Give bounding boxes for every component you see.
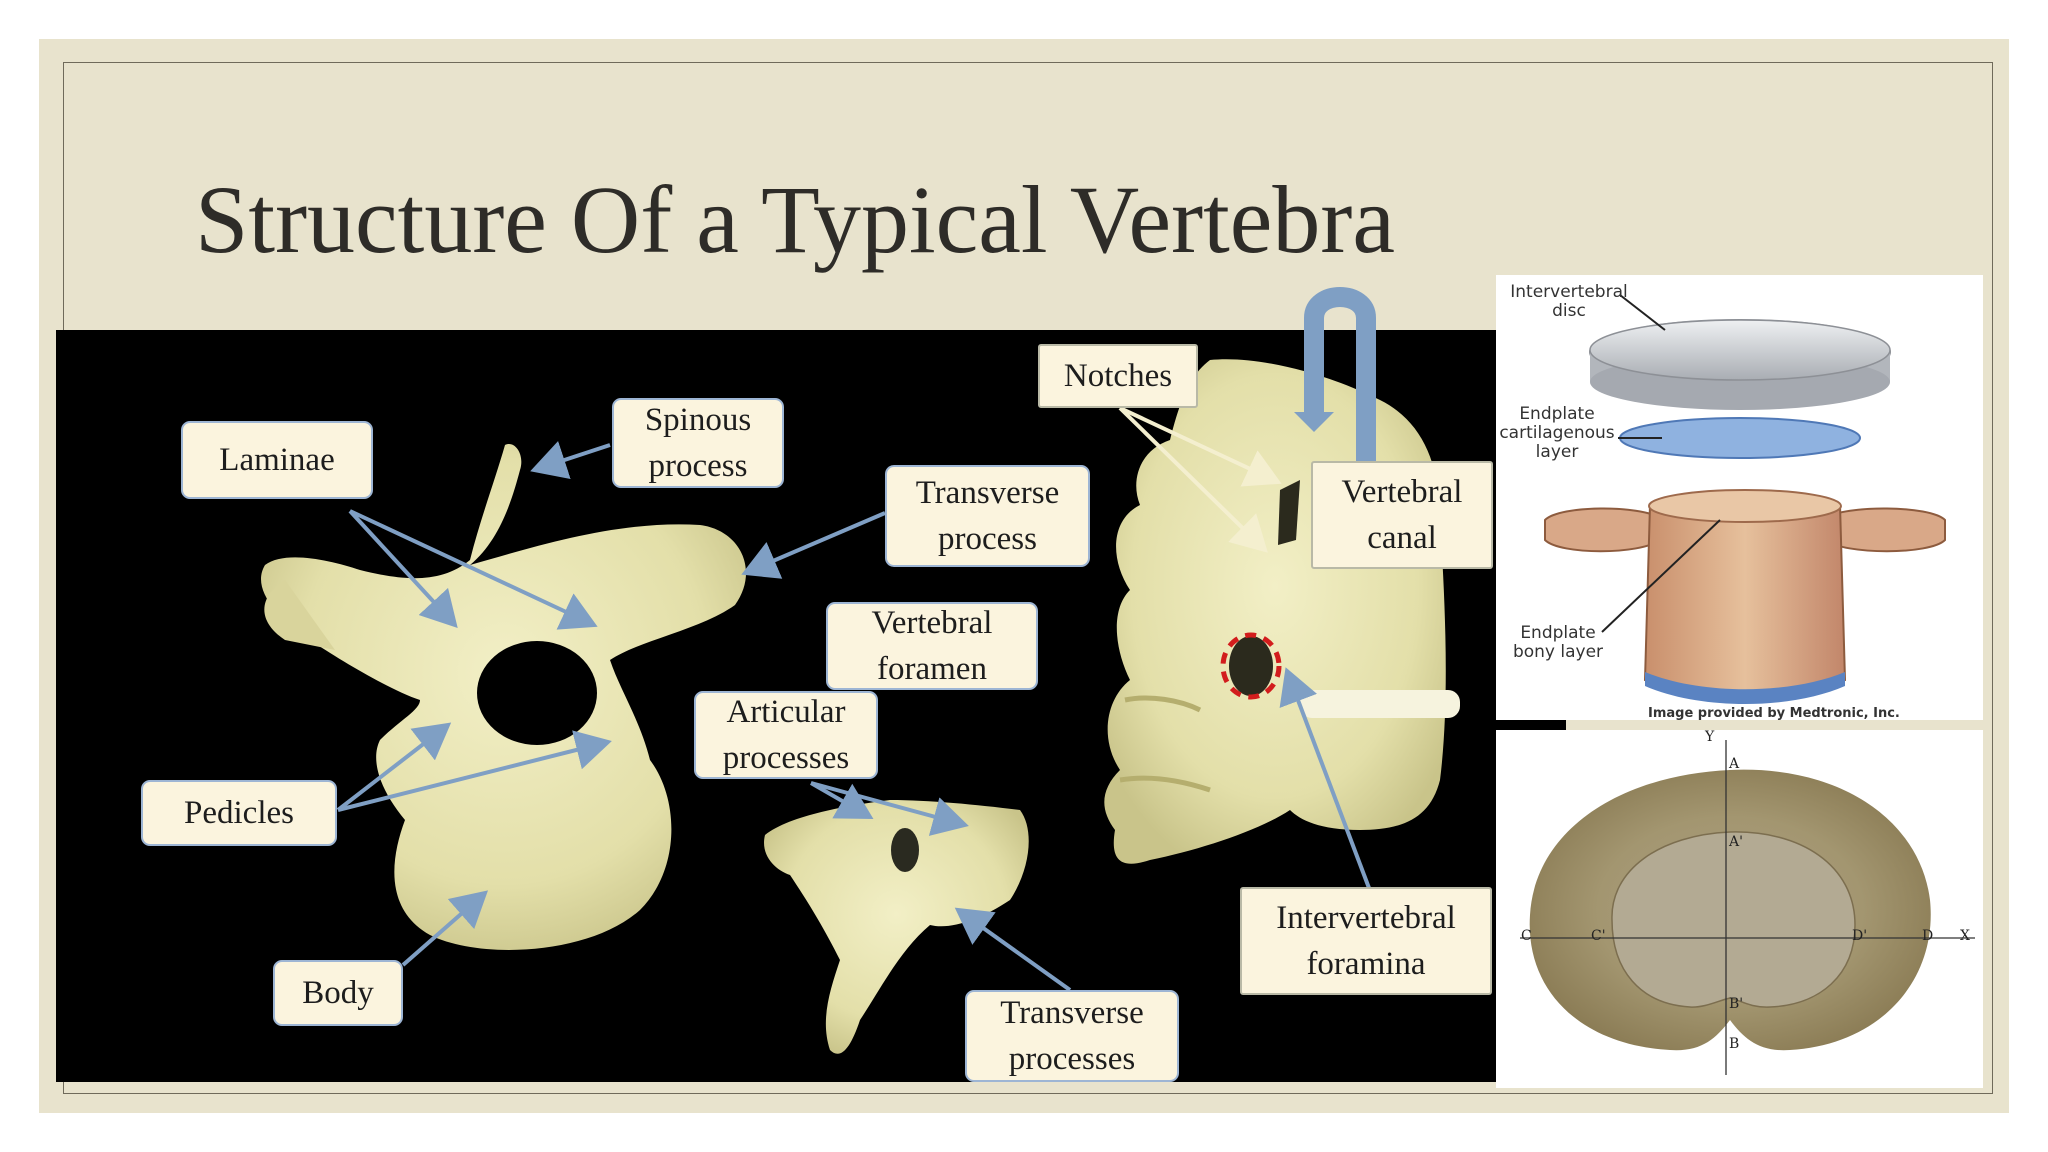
label-pedicles: Pedicles [141,780,337,846]
label-arrows [336,441,1371,992]
axis-y: Y [1705,729,1715,745]
label-articular-processes: Articular processes [694,691,878,779]
disc-label: Intervertebral disc [1510,282,1628,321]
axis-c: C [1521,928,1532,944]
label-intervertebral-foramina: Intervertebral foramina [1240,887,1492,995]
bony-endplate-label: Endplate bony layer [1512,623,1604,662]
axis-d-prime: D' [1852,928,1868,944]
label-vertebral-canal: Vertebral canal [1311,461,1493,569]
main-vertebra-bone [261,444,747,950]
image-credit: Image provided by Medtronic, Inc. [1648,706,1900,721]
photo-panel-edge [1496,720,1566,730]
cross-section-axes [1520,740,1975,1075]
axis-a: A [1729,756,1740,772]
label-body: Body [273,960,403,1026]
axis-a-prime: A' [1729,834,1743,850]
notch-arrows [1118,406,1282,553]
label-transverse-processes: Transverse processes [965,990,1179,1082]
cartilage-endplate-label: Endplate cartilagenous layer [1499,404,1615,462]
axis-d: D [1922,928,1934,944]
label-transverse-process: Transverse process [885,465,1090,567]
lateral-vertebra-bone [764,800,1029,1054]
label-vertebral-foramen: Vertebral foramen [826,602,1038,690]
label-spinous-process: Spinous process [612,398,784,488]
slide-title: Structure Of a Typical Vertebra [195,166,1395,273]
axis-c-prime: C' [1591,928,1606,944]
intervertebral-foramen-highlight [1220,632,1282,700]
label-notches: Notches [1038,344,1198,408]
vertebral-canal-arrow [1304,287,1376,468]
label-laminae: Laminae [181,421,373,499]
axis-x: X [1960,928,1970,944]
axis-b: B [1729,1036,1740,1052]
axis-b-prime: B' [1729,996,1744,1012]
